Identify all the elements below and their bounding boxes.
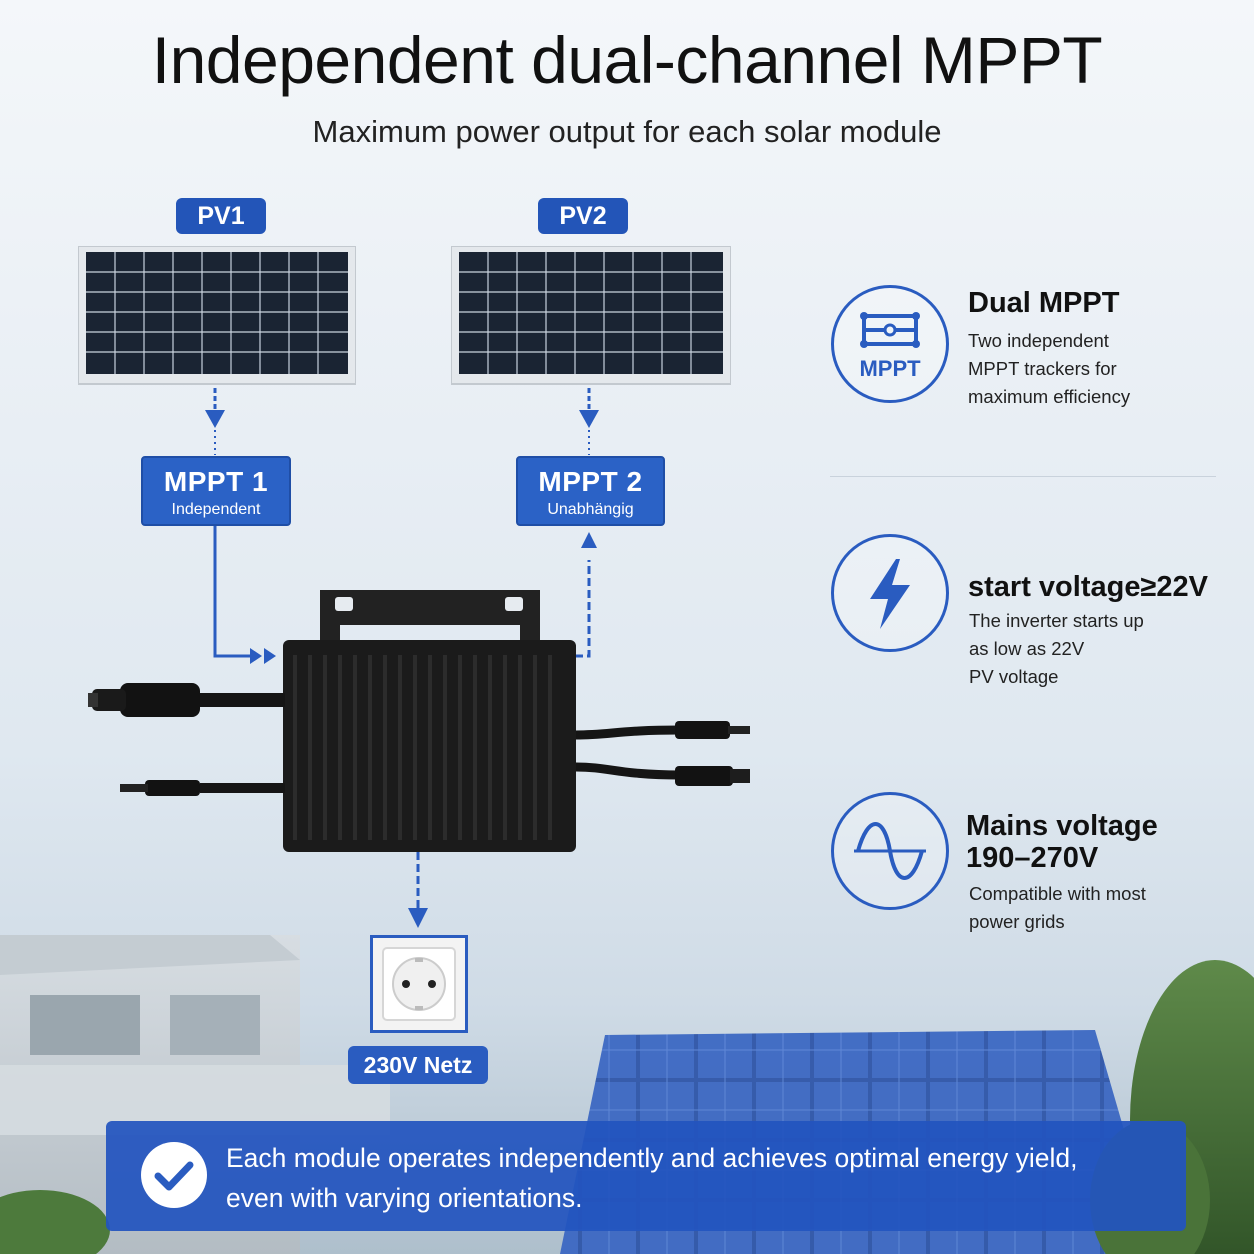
sine-wave-icon [854,822,926,880]
micro-inverter [88,590,750,852]
page-title: Independent dual-channel MPPT [151,23,1103,97]
mppt2-title: MPPT 2 [538,466,643,497]
feature-dual-mppt-text: Two independent MPPT trackers for maximu… [968,330,1131,407]
mppt1-subtitle: Independent [171,501,261,518]
feature-divider [830,476,1216,477]
pv2-label: PV2 [538,198,628,234]
socket-box [370,935,468,1033]
banner-text: Each module operates independently and a… [226,1143,1078,1213]
mppt2-subtitle: Unabhängig [547,501,634,518]
mppt-icon: MPPT [859,312,921,381]
feature-dual-mppt-circle: MPPT [831,285,949,403]
solar-panel-1 [78,246,356,385]
feature-start-voltage-text: The inverter starts up as low as 22V PV … [969,610,1144,687]
check-icon [141,1142,207,1208]
feature-mains-voltage-text: Compatible with most power grids [969,883,1146,932]
mppt1-box: MPPT 1 Independent [141,456,291,526]
feature-mains-voltage-circle [831,792,949,910]
page-subtitle: Maximum power output for each solar modu… [312,114,942,149]
feature-start-voltage-circle [831,534,949,652]
bottom-banner [106,1121,1186,1231]
solar-panel-2 [451,246,731,385]
mppt2-box: MPPT 2 Unabhängig [516,456,665,526]
feature-start-voltage-title: start voltage≥22V [968,571,1208,603]
wall-socket-icon [382,947,456,1021]
lightning-icon [870,559,910,629]
socket-label: 230V Netz [348,1046,488,1084]
feature-dual-mppt-title: Dual MPPT [968,287,1120,319]
mppt1-title: MPPT 1 [163,466,269,497]
feature-mains-voltage-title: Mains voltage 190–270V [966,810,1158,874]
pv1-label: PV1 [176,198,266,234]
mppt-icon-text: MPPT [859,356,921,381]
